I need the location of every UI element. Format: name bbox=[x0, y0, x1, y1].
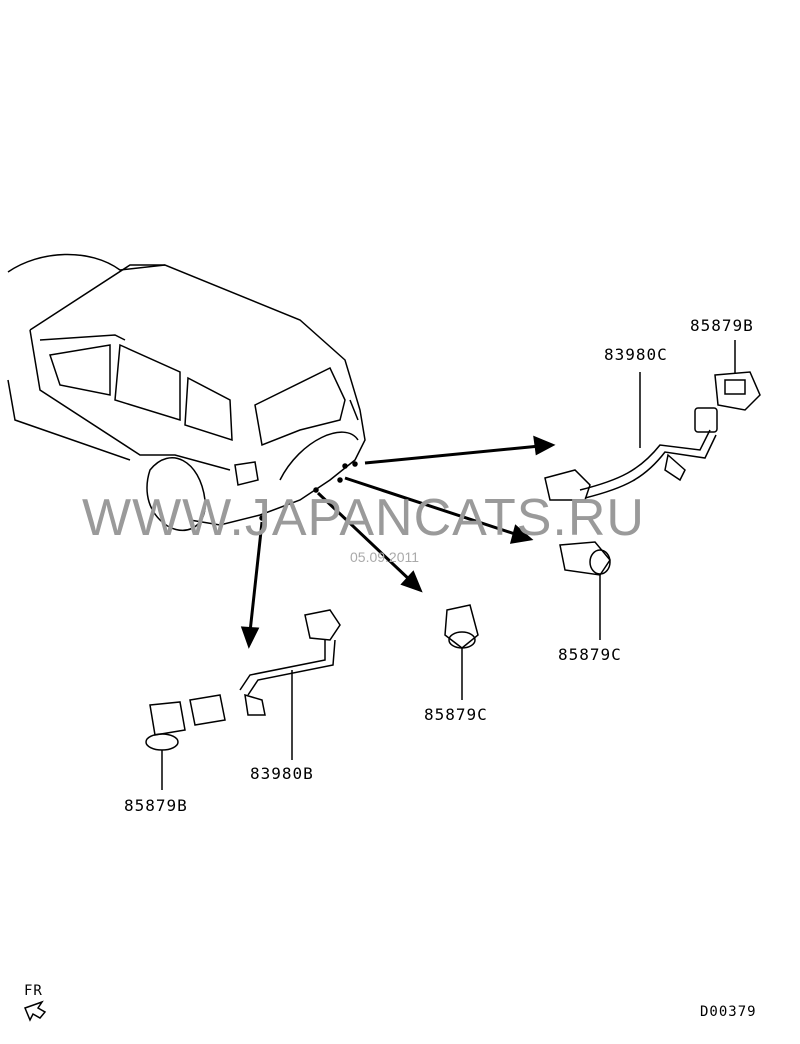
part-label-85879b-top[interactable]: 85879B bbox=[690, 316, 754, 335]
harness-83980c-drawing bbox=[544, 372, 718, 501]
part-label-85879c-center[interactable]: 85879C bbox=[424, 705, 488, 724]
part-label-85879c-right[interactable]: 85879C bbox=[558, 645, 622, 664]
watermark: WWW.JAPANCATS.RU bbox=[82, 489, 645, 547]
vehicle-outline bbox=[7, 253, 366, 531]
part-label-83980c[interactable]: 83980C bbox=[604, 345, 668, 364]
date-stamp: 05.09.2011 bbox=[350, 549, 420, 565]
part-label-85879b-left[interactable]: 85879B bbox=[124, 796, 188, 815]
sensor-85879b-top-drawing bbox=[714, 340, 761, 411]
diagram-code: D00379 bbox=[700, 1004, 757, 1020]
front-indicator-label: FR bbox=[24, 983, 43, 999]
sensor-85879c-right-drawing bbox=[559, 541, 611, 640]
arrows bbox=[240, 435, 556, 649]
sensor-85879b-left-drawing bbox=[145, 701, 186, 790]
part-label-83980b[interactable]: 83980B bbox=[250, 764, 314, 783]
sensor-85879c-center-drawing bbox=[444, 604, 479, 700]
front-arrow-icon bbox=[24, 1000, 47, 1022]
harness-83980b-drawing bbox=[189, 609, 341, 760]
